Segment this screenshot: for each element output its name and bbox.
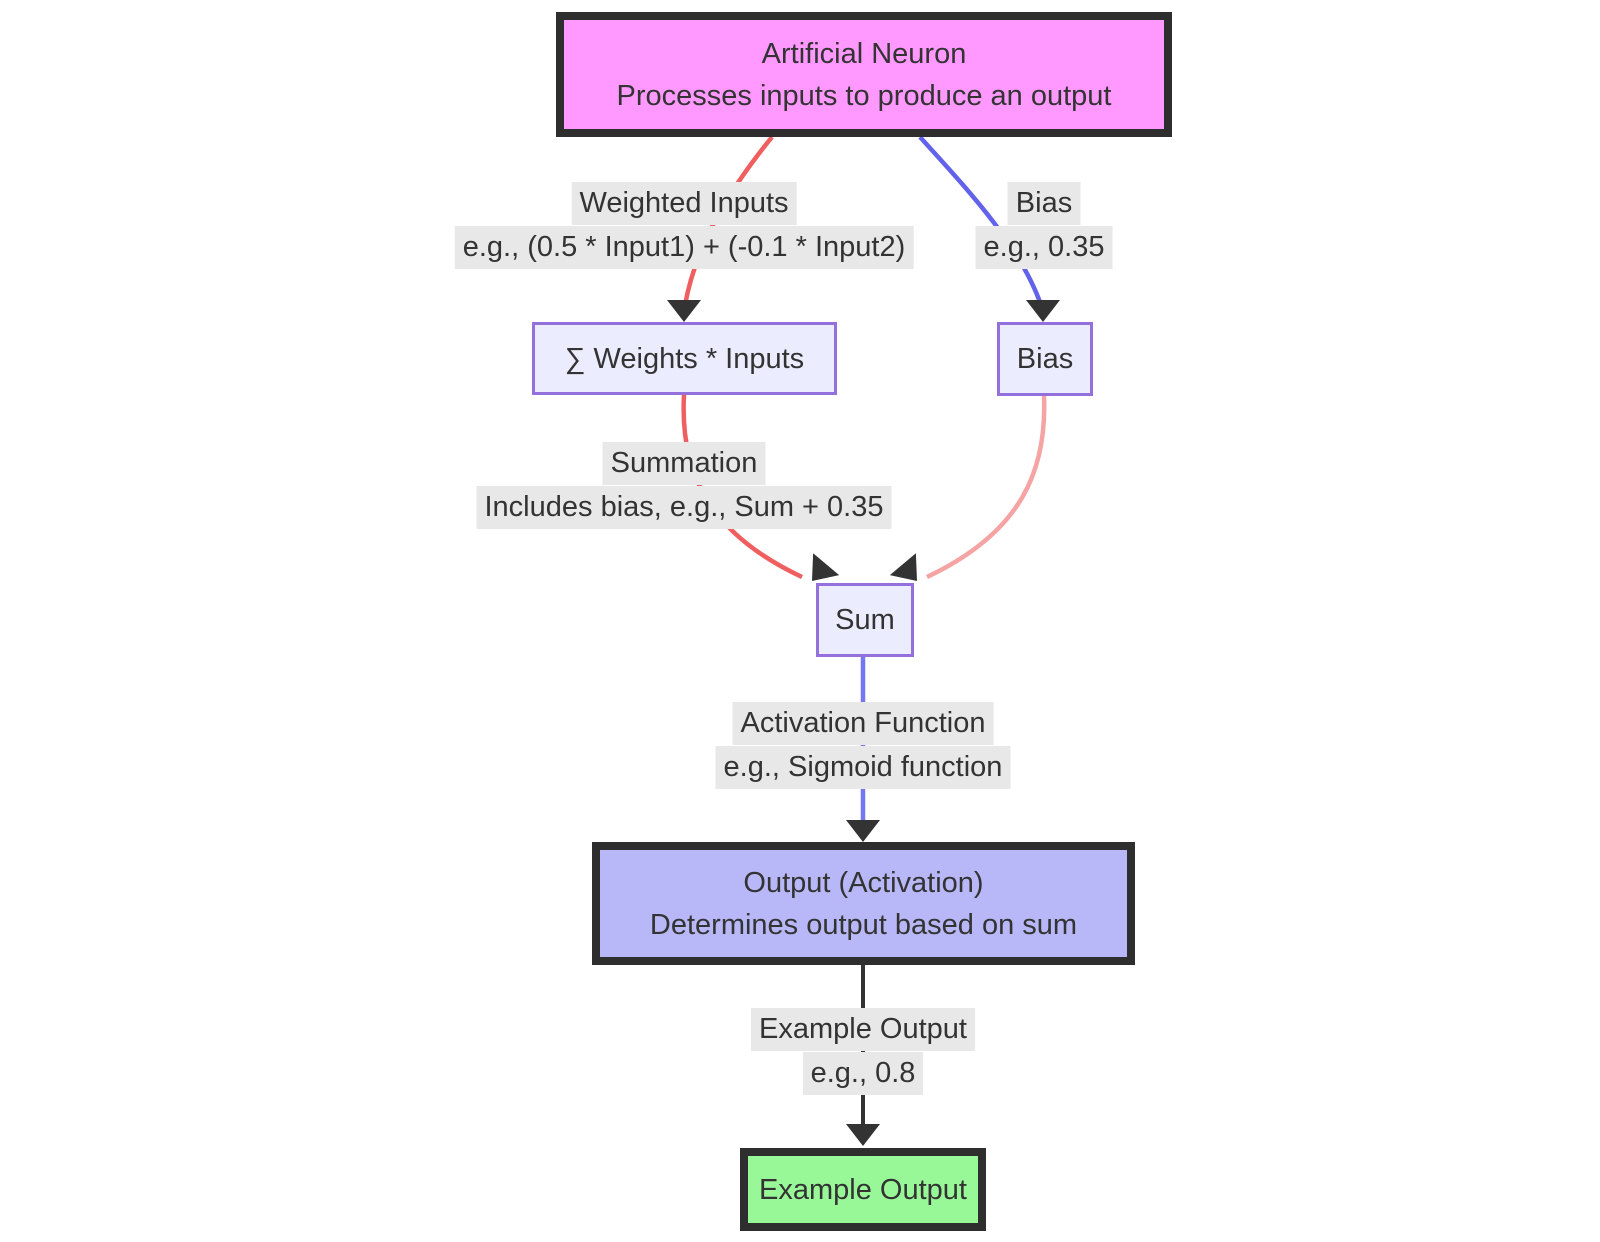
edge-label-bias: Bias e.g., 0.35 xyxy=(975,182,1113,270)
edge-label-summation-line2: Includes bias, e.g., Sum + 0.35 xyxy=(476,486,892,529)
arrowhead-neuron-to-weights xyxy=(667,300,701,322)
node-artificial-neuron-subtitle: Processes inputs to produce an output xyxy=(616,79,1112,112)
edge-label-summation-line1: Summation xyxy=(602,442,766,485)
arrowhead-sum-to-output xyxy=(846,820,880,842)
arrowhead-neuron-to-bias xyxy=(1026,300,1060,322)
edge-label-example-output-line2: e.g., 0.8 xyxy=(802,1052,924,1095)
node-sum: Sum xyxy=(816,583,914,657)
node-artificial-neuron-title: Artificial Neuron xyxy=(761,37,967,70)
edge-neuron-to-bias xyxy=(918,135,1044,306)
edge-label-activation-function-line2: e.g., Sigmoid function xyxy=(715,746,1011,789)
arrowhead-weights-to-sum xyxy=(812,553,840,581)
node-example-output: Example Output xyxy=(740,1148,986,1231)
edge-label-example-output-line1: Example Output xyxy=(751,1008,975,1051)
node-example-output-label: Example Output xyxy=(759,1173,967,1206)
node-weights-inputs-label: ∑ Weights * Inputs xyxy=(564,342,805,375)
edge-label-weighted-inputs-line1: Weighted Inputs xyxy=(571,182,797,225)
edge-label-activation-function-line1: Activation Function xyxy=(732,702,994,745)
node-output-subtitle: Determines output based on sum xyxy=(649,908,1078,941)
node-artificial-neuron: Artificial Neuron Processes inputs to pr… xyxy=(556,12,1172,137)
node-output: Output (Activation) Determines output ba… xyxy=(592,842,1135,965)
edge-label-bias-line2: e.g., 0.35 xyxy=(975,226,1113,269)
arrowhead-bias-to-sum xyxy=(889,553,917,581)
edge-label-weighted-inputs-line2: e.g., (0.5 * Input1) + (-0.1 * Input2) xyxy=(454,226,914,269)
edge-label-summation: Summation Includes bias, e.g., Sum + 0.3… xyxy=(476,442,892,530)
node-weights-inputs: ∑ Weights * Inputs xyxy=(532,322,837,395)
edge-label-bias-line1: Bias xyxy=(1007,182,1081,225)
edge-label-example-output: Example Output e.g., 0.8 xyxy=(751,1008,975,1096)
node-bias-label: Bias xyxy=(1016,343,1074,375)
arrowhead-output-to-example xyxy=(846,1124,880,1146)
edge-label-activation-function: Activation Function e.g., Sigmoid functi… xyxy=(715,702,1011,790)
node-sum-label: Sum xyxy=(835,604,895,636)
node-output-title: Output (Activation) xyxy=(743,866,984,899)
edge-label-weighted-inputs: Weighted Inputs e.g., (0.5 * Input1) + (… xyxy=(454,182,914,270)
edge-bias-to-sum xyxy=(926,395,1047,580)
node-bias: Bias xyxy=(997,322,1093,396)
